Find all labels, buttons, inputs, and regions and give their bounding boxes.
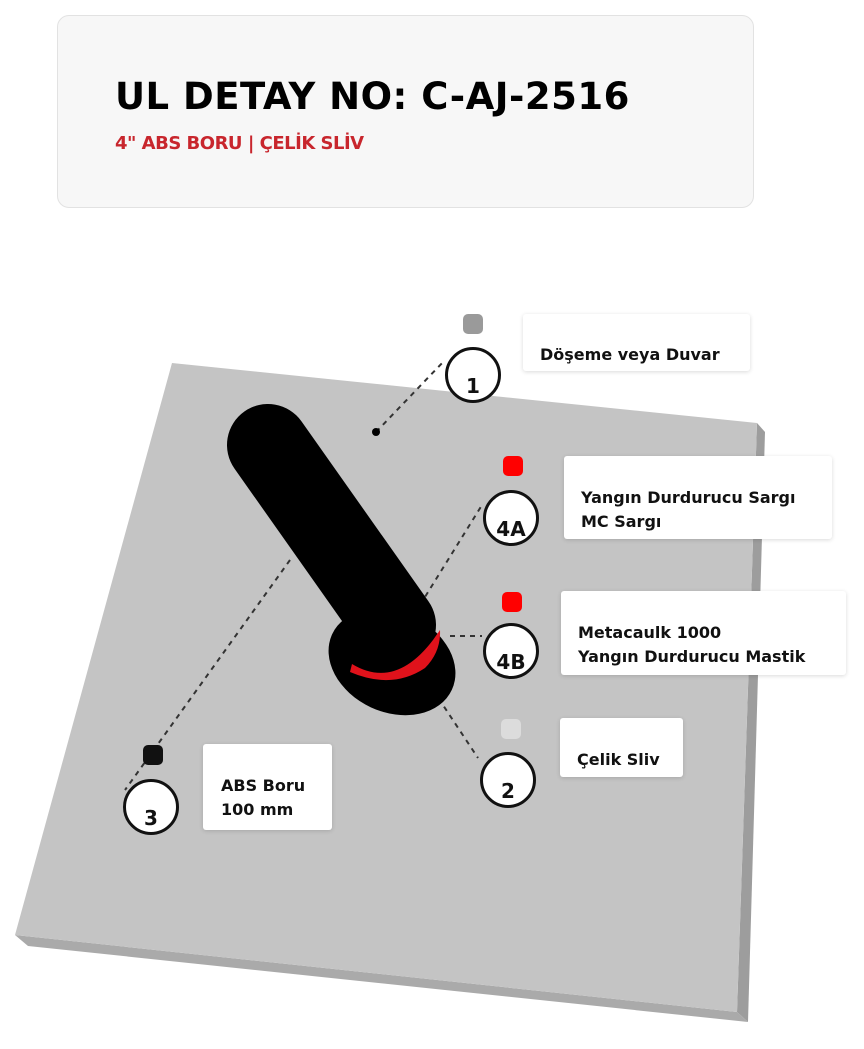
- label-line: Çelik Sliv: [577, 750, 660, 769]
- callout-4a-label: Yangın Durdurucu Sargı MC Sargı: [564, 456, 832, 539]
- swatch-2: [501, 719, 521, 739]
- callout-2-badge: 2: [480, 752, 536, 808]
- header-card: [57, 15, 754, 208]
- page-subtitle: 4" ABS BORU | ÇELİK SLİV: [115, 133, 364, 154]
- callout-3-badge: 3: [123, 779, 179, 835]
- label-line: Yangın Durdurucu Sargı: [581, 488, 796, 507]
- callout-1-label: Döşeme veya Duvar: [523, 314, 750, 371]
- callout-4a-badge: 4A: [483, 490, 539, 546]
- label-line: MC Sargı: [581, 512, 662, 531]
- page-title: UL DETAY NO: C-AJ-2516: [115, 75, 630, 118]
- abs-pipe: [227, 404, 436, 666]
- fire-wrap: [350, 630, 441, 681]
- callout-3-label: ABS Boru 100 mm: [203, 744, 332, 830]
- label-line: Yangın Durdurucu Mastik: [578, 647, 806, 666]
- swatch-1: [463, 314, 483, 334]
- callout-1-badge: 1: [445, 347, 501, 403]
- label-line: ABS Boru: [221, 776, 306, 795]
- swatch-4a: [503, 456, 523, 476]
- slab-bottom-side: [15, 935, 748, 1022]
- slab-right-side: [737, 423, 765, 1022]
- callout-4b-badge: 4B: [483, 623, 539, 679]
- point-marker: [372, 428, 380, 436]
- label-line: Metacaulk 1000: [578, 623, 722, 642]
- callout-2-label: Çelik Sliv: [560, 718, 683, 777]
- label-line: Döşeme veya Duvar: [540, 345, 720, 364]
- swatch-4b: [502, 592, 522, 612]
- label-line: 100 mm: [221, 800, 294, 819]
- swatch-3: [143, 745, 163, 765]
